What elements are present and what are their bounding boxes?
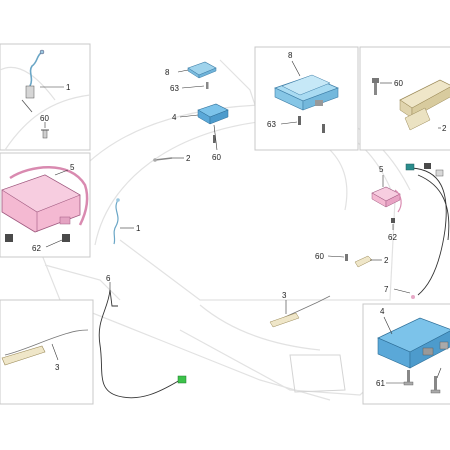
screw-61-part <box>403 370 414 386</box>
callout-63: 63 <box>267 120 276 129</box>
pink-module-part <box>1 166 89 233</box>
callout-7: 7 <box>384 285 389 294</box>
center-screw-2: 2 <box>153 154 191 163</box>
nut-62-part <box>5 234 70 242</box>
callout-60: 60 <box>212 153 221 162</box>
callout-60: 60 <box>394 79 403 88</box>
callout-62: 62 <box>388 233 397 242</box>
wiring-harness-7 <box>405 163 450 299</box>
screw-60-part <box>430 376 441 394</box>
right-side-parts: 5 62 7 60 2 <box>315 163 450 299</box>
callout-60: 60 <box>315 252 324 261</box>
inset-bottom-right: 4 61 <box>362 303 450 405</box>
cable-6 <box>98 289 187 399</box>
inset-top-right: 60 2 <box>359 46 450 151</box>
callout-5: 5 <box>379 165 384 174</box>
antenna-module-part <box>399 79 450 131</box>
callout-4: 4 <box>172 113 177 122</box>
callout-1: 1 <box>66 83 71 92</box>
callout-63: 63 <box>170 84 179 93</box>
screw-60-part <box>372 78 379 95</box>
callout-62: 62 <box>32 244 41 253</box>
antenna-cable-part <box>21 49 45 113</box>
callout-2: 2 <box>186 154 191 163</box>
callout-8: 8 <box>165 68 170 77</box>
callout-6: 6 <box>106 274 111 283</box>
center-bottom-parts: 3 6 <box>98 274 331 399</box>
callout-61: 61 <box>376 379 385 388</box>
center-top-parts: 8 63 4 60 <box>165 61 229 162</box>
inset-top-left: 1 60 <box>0 43 91 151</box>
callout-3: 3 <box>282 291 287 300</box>
callout-1: 1 <box>136 224 141 233</box>
callout-3: 3 <box>55 363 60 372</box>
screw-60-part <box>41 129 49 139</box>
inset-top-center: 8 63 <box>254 46 359 151</box>
callout-4: 4 <box>380 307 385 316</box>
callout-8: 8 <box>288 51 293 60</box>
callout-2: 2 <box>384 256 389 265</box>
callout-5: 5 <box>70 163 75 172</box>
callout-60: 60 <box>40 114 49 123</box>
inset-left-module: 5 62 <box>0 152 91 258</box>
inset-bottom-left: 3 <box>0 299 94 405</box>
center-antenna-1: 1 <box>113 198 141 245</box>
callout-2: 2 <box>442 124 447 133</box>
